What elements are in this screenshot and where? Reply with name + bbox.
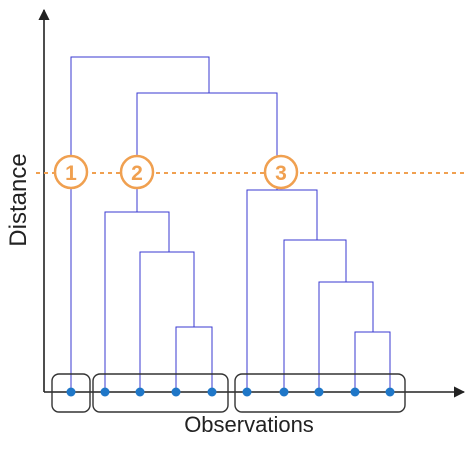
link-group3-mid: [283, 239, 347, 392]
x-axis-label: Observations: [184, 412, 314, 437]
cut-marker-label: 1: [65, 162, 77, 185]
leaf-point: [279, 387, 289, 397]
cut-marker-label: 3: [275, 162, 287, 185]
cut-marker-2: 2: [119, 154, 155, 190]
cluster-box-3: [234, 373, 406, 413]
leaf-point: [207, 387, 217, 397]
link-root: [70, 56, 210, 392]
cut-marker-3: 3: [263, 154, 299, 190]
leaf-point: [66, 387, 76, 397]
leaf-point: [385, 387, 395, 397]
leaf-point: [135, 387, 145, 397]
link-level2: [136, 92, 278, 212]
leaf-point: [314, 387, 324, 397]
leaf-points: [66, 387, 395, 397]
link-group3-mid2: [318, 281, 374, 392]
cut-marker-label: 2: [131, 162, 143, 185]
dendrogram-links: [70, 56, 391, 392]
link-group2-mid: [139, 251, 195, 392]
cut-marker-1: 1: [53, 154, 89, 190]
y-axis-label: Distance: [5, 153, 32, 246]
leaf-point: [171, 387, 181, 397]
cluster-boxes: [51, 373, 406, 413]
link-group2-root: [104, 211, 170, 392]
cluster-box-1: [51, 373, 91, 413]
leaf-point: [100, 387, 110, 397]
cluster-box-2: [92, 373, 229, 413]
link-group3-root: [246, 189, 318, 392]
link-group2-low: [175, 326, 213, 392]
leaf-point: [242, 387, 252, 397]
leaf-point: [350, 387, 360, 397]
link-group3-low: [354, 331, 391, 392]
